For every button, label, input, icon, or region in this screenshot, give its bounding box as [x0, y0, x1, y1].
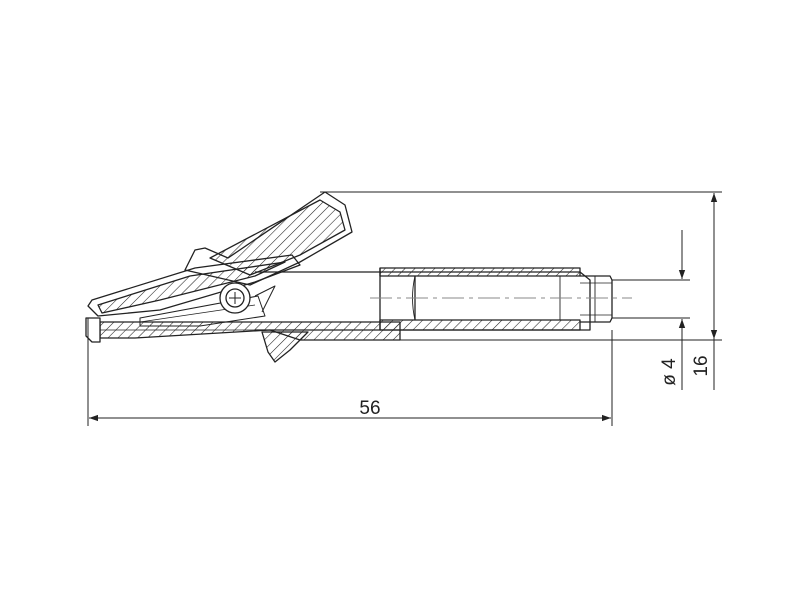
- diameter-dimension-label: ø 4: [659, 358, 680, 386]
- sleeve-top-hatch: [379, 267, 581, 277]
- upper-lever: [184, 191, 353, 286]
- sleeve-bottom-hatch: [379, 319, 581, 331]
- upper-jaw: [87, 254, 301, 317]
- height-dimension-label: 16: [691, 355, 712, 376]
- lower-jaw-tip: [85, 317, 101, 343]
- upper-jaw-hatch: [97, 261, 286, 314]
- lower-jaw-hatched: [99, 321, 401, 341]
- dimensions: [87, 191, 722, 426]
- upper-lever-hatch: [209, 199, 346, 276]
- clip-body: [85, 191, 613, 363]
- lower-lever: [261, 331, 309, 363]
- pivot-pin-inner: [225, 288, 245, 308]
- length-dimension-label: 56: [359, 398, 380, 419]
- socket-end: [580, 275, 613, 323]
